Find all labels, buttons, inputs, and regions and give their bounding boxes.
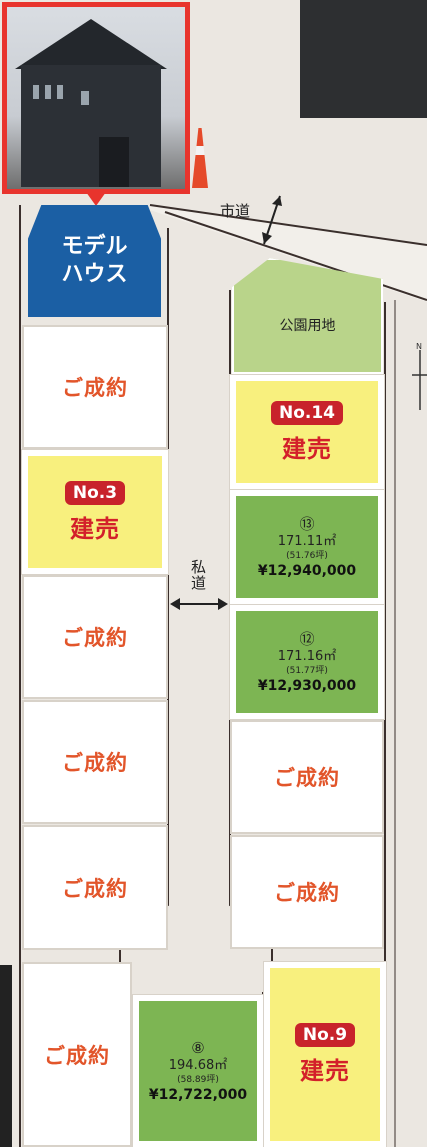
lot-no3-badge: No.3	[64, 480, 126, 505]
private-road-label-1: 私	[191, 558, 207, 576]
city-road-edge-top	[149, 204, 427, 246]
sold-label: ご成約	[62, 876, 128, 901]
lot-12-number: ⑫	[299, 629, 315, 648]
lot-8[interactable]: ⑧ 194.68㎡ (58.89坪) ¥12,722,000	[132, 994, 264, 1147]
lot-no14-badge: No.14	[270, 400, 344, 425]
neighbor-building	[300, 0, 427, 118]
lot-left-sold-1[interactable]: ご成約	[22, 325, 168, 449]
city-road-edge-bottom	[164, 211, 427, 301]
city-road-label: 市道	[220, 202, 251, 220]
lot-no14[interactable]: No.14 建売	[229, 374, 385, 490]
lot-no3[interactable]: No.3 建売	[21, 449, 169, 575]
sold-label: ご成約	[44, 1043, 110, 1068]
lot-13-price: ¥12,940,000	[257, 562, 357, 579]
lot-no9[interactable]: No.9 建売	[263, 961, 387, 1147]
model-house-lot[interactable]: モデル ハウス	[28, 205, 161, 317]
model-house-photo[interactable]	[2, 2, 190, 194]
lot-no9-label: 建売	[300, 1057, 350, 1085]
lot-12-price: ¥12,930,000	[257, 677, 357, 694]
lot-left-sold-2[interactable]: ご成約	[22, 575, 168, 699]
lot-no3-label: 建売	[70, 514, 120, 543]
lot-13-area: 171.11㎡	[277, 533, 337, 549]
park-lot[interactable]: 公園用地	[232, 258, 383, 374]
lot-13-tsubo: (51.76坪)	[286, 550, 328, 561]
lot-12[interactable]: ⑫ 171.16㎡ (51.77坪) ¥12,930,000	[229, 604, 385, 720]
lot-no9-badge: No.9	[294, 1023, 356, 1047]
lot-12-tsubo: (51.77坪)	[286, 665, 328, 676]
lot-bottom-left-sold[interactable]: ご成約	[22, 962, 132, 1147]
model-house-line2: ハウス	[61, 262, 128, 287]
lot-8-number: ⑧	[191, 1038, 205, 1057]
lot-left-sold-4[interactable]: ご成約	[22, 825, 168, 950]
lot-13-number: ⑬	[299, 514, 315, 533]
park-label: 公園用地	[279, 318, 336, 334]
sold-label: ご成約	[62, 376, 128, 400]
model-house-line1: モデル	[61, 234, 128, 259]
private-road-label-2: 道	[191, 574, 207, 592]
north-label: N	[416, 342, 422, 351]
sold-label: ご成約	[274, 766, 340, 790]
lot-left-sold-3[interactable]: ご成約	[22, 700, 168, 824]
lot-right-sold-1[interactable]: ご成約	[230, 720, 384, 834]
sold-label: ご成約	[62, 751, 128, 775]
lot-8-area: 194.68㎡	[168, 1057, 228, 1073]
lot-8-price: ¥12,722,000	[148, 1086, 248, 1103]
lot-12-area: 171.16㎡	[277, 648, 337, 664]
sold-label: ご成約	[274, 881, 340, 905]
lot-8-tsubo: (58.89坪)	[177, 1074, 219, 1085]
lot-right-sold-2[interactable]: ご成約	[230, 835, 384, 949]
photo-pointer-icon	[86, 192, 106, 206]
lot-no14-label: 建売	[282, 434, 332, 463]
lot-13[interactable]: ⑬ 171.11㎡ (51.76坪) ¥12,940,000	[229, 489, 385, 605]
edge-bar	[0, 965, 12, 1147]
sold-label: ご成約	[62, 626, 128, 650]
